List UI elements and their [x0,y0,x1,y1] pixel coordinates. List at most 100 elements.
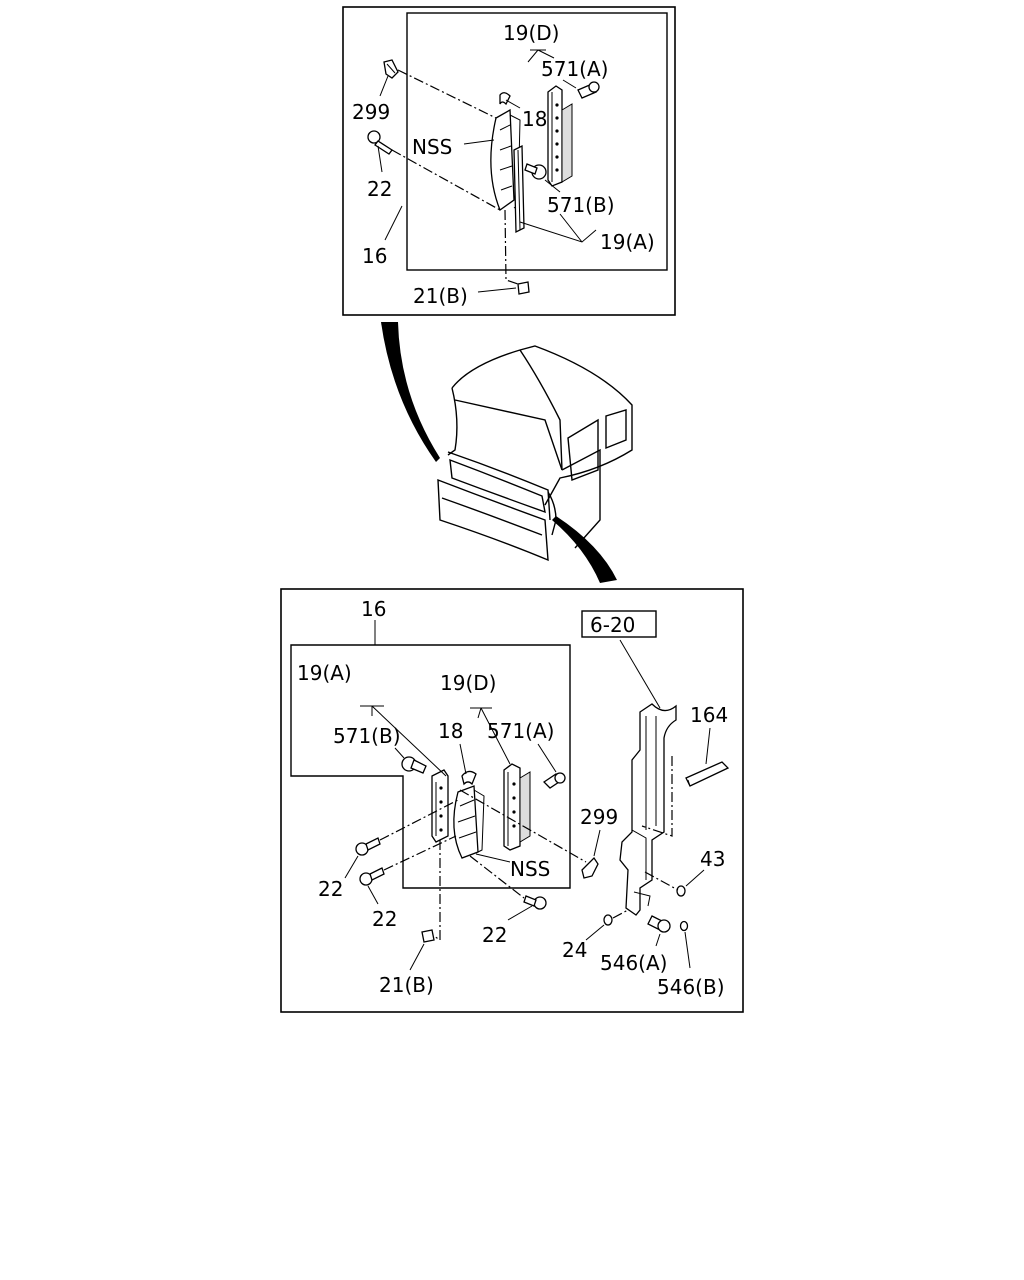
leader-line [409,943,425,971]
assembly-line [379,799,459,841]
assembly-line [397,69,497,119]
screw-571a-part [577,81,600,99]
leader-line [475,853,511,863]
pointer-arrow-bottom [552,516,617,583]
label-24: 24 [562,938,587,962]
bracket-19a-leader [519,213,597,243]
label-164: 164 [690,703,728,727]
clip-299-bottom-part [581,856,599,879]
assembly-line [383,835,457,871]
label-19a: 19(A) [600,230,655,254]
strip-164-part [685,761,730,787]
clip-21b-part [517,281,530,295]
bracket-19a-leader [360,705,447,777]
reference-box-6-20[interactable] [581,610,657,638]
nut-546b-part [679,920,689,932]
grille [449,458,546,514]
label-22: 22 [367,177,392,201]
bottom-detail-view: 16 6-20 19(A) 19(D) 164 571(B) 18 571(A)… [280,588,744,1013]
label-571b-bottom: 571(B) [333,724,401,748]
cab-door-window [567,418,599,481]
top-detail-view: 19(D) 571(A) 18 299 NSS 22 571(B) 19(A) … [342,6,676,316]
leader-line [463,139,495,145]
rail-19d-bottom-part [503,763,531,851]
leader-line [585,924,605,941]
screw-22a-part [355,837,381,856]
screw-22c-part [523,895,547,910]
leader-line [384,205,403,241]
front-bumper [437,478,549,562]
assembly-line [641,756,673,837]
bracket-18-part [499,92,511,106]
rear-window [605,409,627,450]
screw-22-part [367,130,393,155]
label-nss: NSS [412,135,452,159]
leader-line [377,145,383,173]
assembly-line [469,855,525,899]
label-43: 43 [700,847,725,871]
screw-22b-part [359,867,385,886]
leader-line [505,99,521,109]
label-19a-bottom: 19(A) [297,661,352,685]
pointer-arrow-top [381,322,440,462]
label-22b: 22 [372,907,397,931]
label-16: 16 [362,244,387,268]
leader-line [544,179,561,193]
leader-line [379,75,389,97]
screw-571a-bottom-part [542,772,566,789]
leader-line [562,79,577,89]
assembly-line [391,149,501,211]
leader-line [619,639,661,709]
leader-line [537,743,557,773]
grommet-43-part [676,885,686,897]
label-22c: 22 [482,923,507,947]
leader-line [685,869,705,887]
leader-line [477,287,517,293]
label-21b: 21(B) [413,284,468,308]
label-18: 18 [522,107,547,131]
top-outer-frame [342,6,676,316]
label-19d-bottom: 19(D) [440,671,496,695]
assembly-line [433,840,441,942]
screw-571b-part [524,163,547,180]
leader-line [593,829,601,857]
assembly-line [504,209,519,285]
label-16-bottom: 16 [361,597,386,621]
rail-19a-bottom-part [431,769,449,843]
rail-19d-part [547,85,573,187]
assembly-line [459,789,587,863]
label-571a: 571(A) [541,57,608,81]
screw-571b-bottom-part [401,756,427,774]
leader-line [367,885,379,905]
screw-546a-part [647,915,671,933]
label-19d: 19(D) [503,21,559,45]
label-nss-bottom: NSS [510,857,550,881]
clip-299-part [383,59,399,79]
top-inner-frame [406,12,668,271]
assembly-line [612,909,629,919]
leader-line [655,933,661,947]
bracket-18-bottom-part [461,770,477,786]
label-6-20[interactable]: 6-20 [590,613,635,637]
group-16-frame [290,644,571,889]
assembly-line [644,871,679,891]
truck-cab-illustration [381,322,633,583]
clip-21b-bottom-part [421,929,435,943]
rail-19a-part [513,144,525,234]
leader-line [394,747,405,759]
leader-line [507,905,533,921]
label-571b: 571(B) [547,193,615,217]
pillar-trim-part [619,703,677,916]
label-546b: 546(B) [657,975,725,999]
label-18-bottom: 18 [438,719,463,743]
lamp-nss-bottom-part [453,785,485,859]
leader-line [459,743,467,775]
label-299-bottom: 299 [580,805,618,829]
leader-line [344,855,359,879]
label-299: 299 [352,100,390,124]
label-571a-bottom: 571(A) [487,719,554,743]
bottom-outer-frame [280,588,744,1013]
leader-line [684,931,691,969]
label-21b-bottom: 21(B) [379,973,434,997]
